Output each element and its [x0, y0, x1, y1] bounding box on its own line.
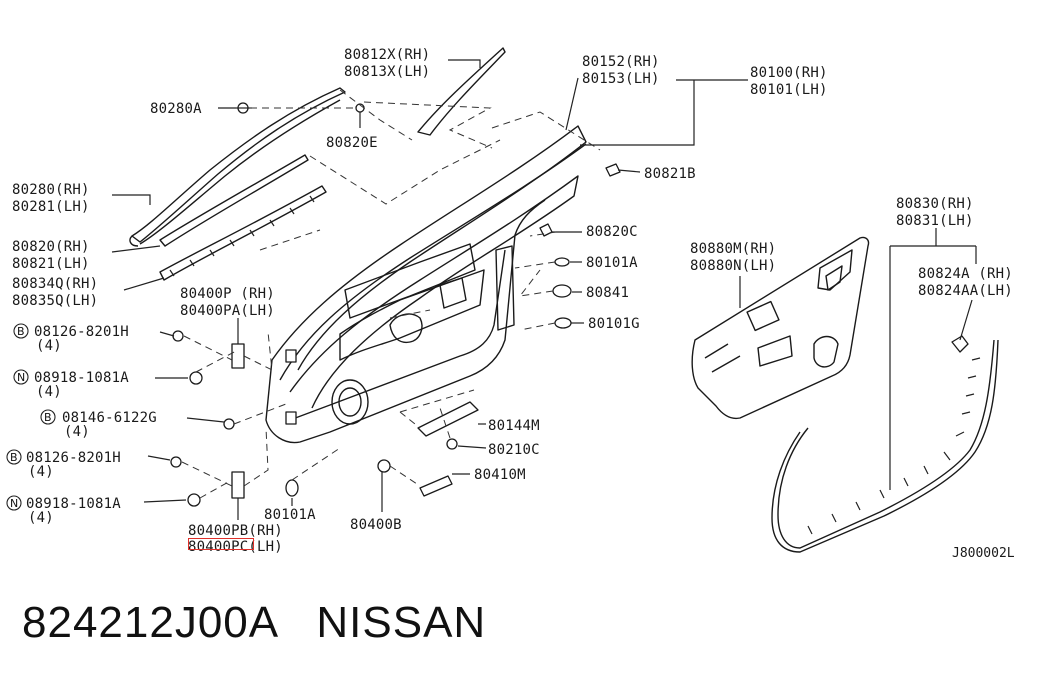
circle-b-icon-3: [6, 449, 22, 465]
label-80821: 80821(LH): [12, 256, 90, 272]
label-nut-08918-2: 08918-1081A: [26, 496, 121, 512]
circle-b-letter-3: B: [10, 451, 18, 464]
label-bolt-08146: 08146-6122G: [62, 410, 157, 426]
label-80410m: 80410M: [474, 467, 526, 483]
label-80820: 80820(RH): [12, 239, 90, 255]
label-80824a: 80824A (RH): [918, 266, 1013, 282]
label-80820e: 80820E: [326, 135, 378, 151]
trim-panel-80880: [691, 236, 870, 420]
label-80834q: 80834Q(RH): [12, 276, 98, 292]
label-80830: 80830(RH): [896, 196, 974, 212]
part-number: 824212J00A: [22, 598, 277, 647]
sash-molding-80280: [129, 87, 346, 247]
label-nut-qty-2: (4): [28, 510, 54, 526]
label-80101a-bottom: 80101A: [264, 507, 316, 523]
label-bolt-qty-1: (4): [36, 338, 62, 354]
label-80820c: 80820C: [586, 224, 638, 240]
weatherstrip-80830: [771, 335, 999, 553]
label-nut-08918-1: 08918-1081A: [34, 370, 129, 386]
label-80880m: 80880M(RH): [690, 241, 776, 257]
circle-b-letter: B: [17, 325, 25, 338]
label-80153: 80153(LH): [582, 71, 660, 87]
label-bolt-qty-3: (4): [28, 464, 54, 480]
circle-b-icon: [13, 323, 29, 339]
label-80812x: 80812X(RH): [344, 47, 430, 63]
highlight-box: [188, 538, 254, 550]
label-80400p: 80400P (RH): [180, 286, 275, 302]
label-bolt-08126-1: 08126-8201H: [34, 324, 129, 340]
circle-n-letter-2: N: [10, 497, 18, 510]
label-80400pc: 80400PC(LH): [188, 539, 283, 555]
label-80101: 80101(LH): [750, 82, 828, 98]
label-80400pa: 80400PA(LH): [180, 303, 275, 319]
label-80144m: 80144M: [488, 418, 540, 434]
channel-80820: [159, 154, 309, 247]
circle-b-letter-2: B: [44, 411, 52, 424]
label-80152: 80152(RH): [582, 54, 660, 70]
label-80400pb: 80400PB(RH): [188, 523, 283, 539]
circle-n-icon: [13, 369, 29, 385]
label-80821b: 80821B: [644, 166, 696, 182]
label-80824aa: 80824AA(LH): [918, 283, 1013, 299]
diagram-code: J800002L: [952, 546, 1015, 561]
footer-caption: 824212J00A NISSAN: [22, 598, 486, 648]
label-nut-qty-1: (4): [36, 384, 62, 400]
part-labels: 80812X(RH) 80813X(LH) 80280A 80820E 8015…: [6, 47, 1015, 561]
label-80400b: 80400B: [350, 517, 402, 533]
label-80210c: 80210C: [488, 442, 540, 458]
brand-name: NISSAN: [316, 598, 487, 647]
leader-lines: [111, 59, 977, 520]
door-assembly: [265, 125, 587, 444]
label-80813x: 80813X(LH): [344, 64, 430, 80]
circle-n-letter: N: [17, 371, 25, 384]
label-bolt-08126-2: 08126-8201H: [26, 450, 121, 466]
moulding-80834: [159, 185, 327, 281]
label-80280a: 80280A: [150, 101, 202, 117]
label-80835q: 80835Q(LH): [12, 293, 98, 309]
label-80841: 80841: [586, 285, 629, 301]
label-80281: 80281(LH): [12, 199, 90, 215]
label-80100: 80100(RH): [750, 65, 828, 81]
phantom-lines: [181, 89, 601, 499]
label-80831: 80831(LH): [896, 213, 974, 229]
label-80280: 80280(RH): [12, 182, 90, 198]
circle-b-icon-2: [40, 409, 56, 425]
label-bolt-qty-2: (4): [64, 424, 90, 440]
label-80880n: 80880N(LH): [690, 258, 776, 274]
label-80101a-right: 80101A: [586, 255, 638, 271]
label-80101g: 80101G: [588, 316, 640, 332]
sash-80812: [417, 47, 506, 136]
circle-n-icon-2: [6, 495, 22, 511]
